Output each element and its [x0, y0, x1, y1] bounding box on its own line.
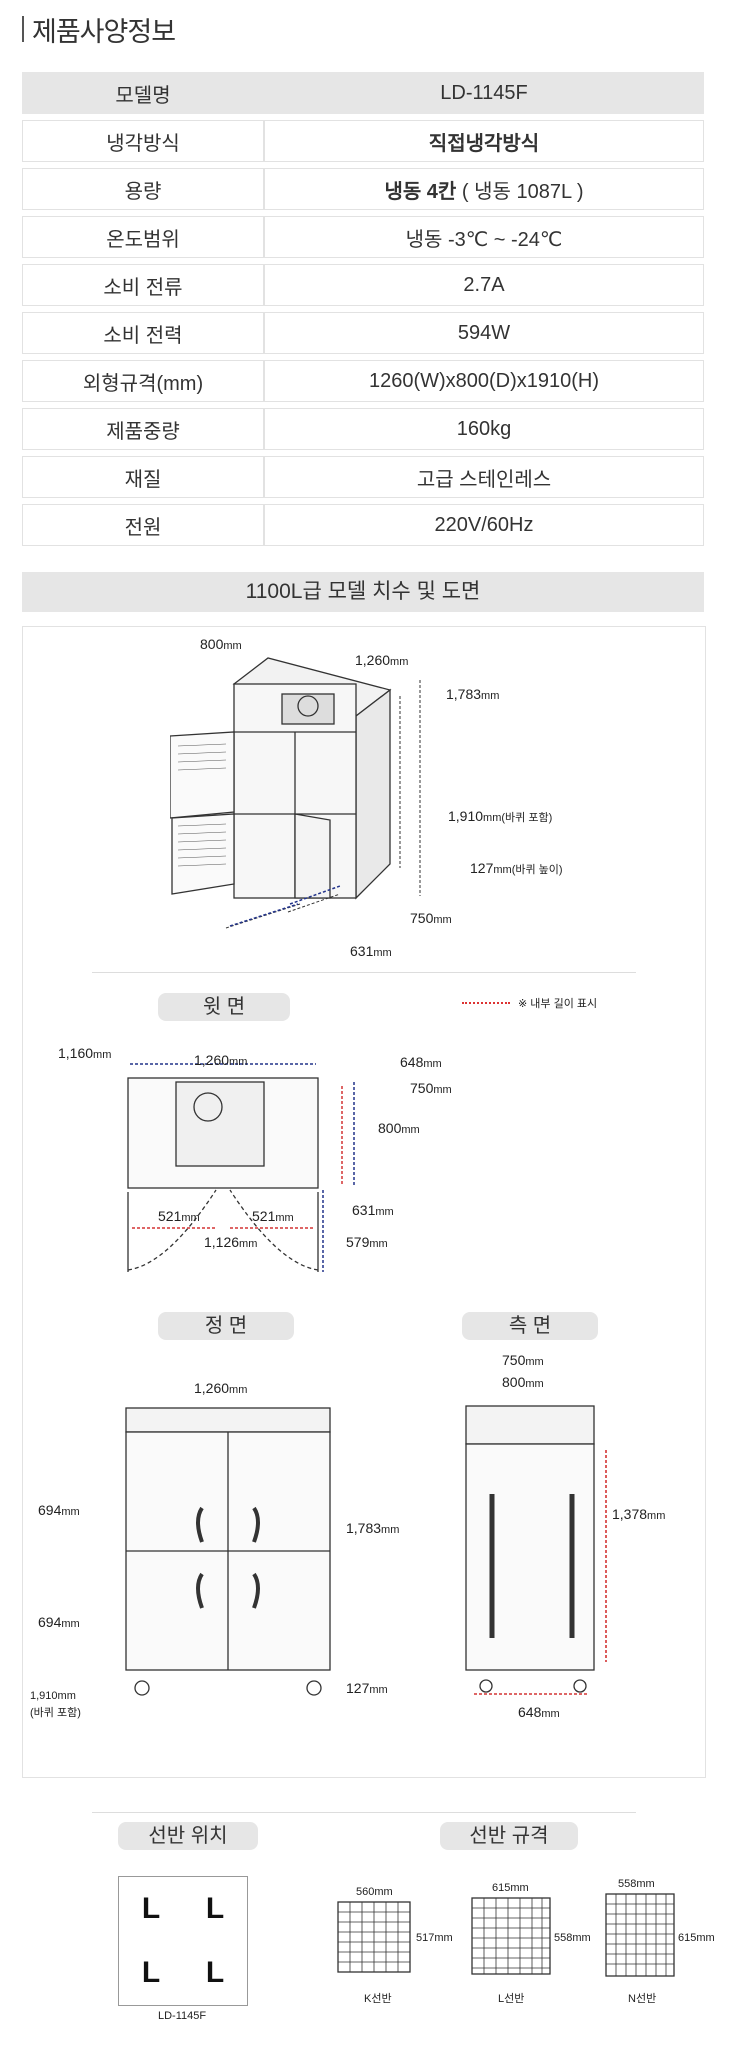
shelf-position-grid: L L L L — [118, 1876, 248, 2006]
spec-value: LD-1145F — [264, 72, 704, 114]
iso-h1783-label: 1,783mm — [446, 686, 500, 702]
inner-dim-legend-line — [462, 1002, 510, 1004]
shelf-position-model: LD-1145F — [158, 2010, 207, 2022]
shelf-k-drawing — [337, 1901, 411, 1973]
divider — [92, 1812, 636, 1813]
shelf-n-height: 615mm — [678, 1932, 715, 1944]
shelf-spec-label: 선반 규격 — [440, 1822, 578, 1850]
side-view-drawing — [465, 1405, 607, 1695]
front-view-drawing — [125, 1407, 331, 1696]
capacity-detail: ( 냉동 1087L ) — [461, 180, 584, 203]
spec-key: 온도범위 — [22, 216, 264, 258]
front-view-label: 정 면 — [158, 1312, 294, 1340]
shelf-n-drawing — [605, 1893, 675, 1977]
spec-table: 모델명 LD-1145F 냉각방식 직접냉각방식 용량 냉동 4칸 ( 냉동 1… — [22, 66, 704, 552]
drawing-section-title: 1100L급 모델 치수 및 도면 — [22, 572, 704, 612]
top-door521b-label: 521mm — [252, 1208, 294, 1224]
spec-value: 직접냉각방식 — [264, 120, 704, 162]
spec-key: 외형규격(mm) — [22, 360, 264, 402]
spec-row: 외형규격(mm) 1260(W)x800(D)x1910(H) — [22, 360, 704, 402]
title-bar — [22, 16, 24, 42]
top-w1160-label: 1,160mm — [58, 1045, 112, 1061]
top-door521a-label: 521mm — [158, 1208, 200, 1224]
front-h1910-note: (바퀴 포함) — [30, 1707, 81, 1719]
spec-value: 1260(W)x800(D)x1910(H) — [264, 360, 704, 402]
spec-key: 제품중량 — [22, 408, 264, 450]
top-d631-label: 631mm — [352, 1202, 394, 1218]
side-view-label: 측 면 — [462, 1312, 598, 1340]
top-w1260-label: 1,260mm — [194, 1052, 248, 1068]
front-h694a-label: 694mm — [38, 1502, 80, 1518]
shelf-l-width: 615mm — [492, 1882, 529, 1894]
iso-w1260-label: 1,260mm — [355, 652, 409, 668]
spec-value: 594W — [264, 312, 704, 354]
iso-fridge-drawing — [170, 657, 421, 929]
inner-dim-legend-text: ※ 내부 길이 표시 — [518, 998, 598, 1010]
capacity-strong: 냉동 4칸 — [384, 180, 457, 203]
spec-value: 2.7A — [264, 264, 704, 306]
top-d750-label: 750mm — [410, 1080, 452, 1096]
spec-key: 냉각방식 — [22, 120, 264, 162]
page-title: 제품사양정보 — [32, 17, 176, 47]
drawing-frame — [22, 626, 706, 1778]
divider — [92, 972, 636, 973]
top-d648-label: 648mm — [400, 1054, 442, 1070]
shelf-l-name: L선반 — [498, 1993, 525, 2005]
spec-row: 소비 전력 594W — [22, 312, 704, 354]
spec-row: 용량 냉동 4칸 ( 냉동 1087L ) — [22, 168, 704, 210]
shelf-cell: L — [141, 1956, 161, 1989]
shelf-n-width: 558mm — [618, 1878, 655, 1890]
iso-d750-label: 750mm — [410, 910, 452, 926]
spec-row: 소비 전류 2.7A — [22, 264, 704, 306]
spec-row: 전원 220V/60Hz — [22, 504, 704, 546]
shelf-cell: L — [205, 1892, 225, 1925]
front-h1783-label: 1,783mm — [346, 1520, 400, 1536]
side-d750-label: 750mm — [502, 1352, 544, 1368]
spec-value: 220V/60Hz — [264, 504, 704, 546]
side-d648-label: 648mm — [518, 1704, 560, 1720]
front-w1260-label: 1,260mm — [194, 1380, 248, 1396]
spec-row: 재질 고급 스테인레스 — [22, 456, 704, 498]
spec-row: 냉각방식 직접냉각방식 — [22, 120, 704, 162]
spec-value: 고급 스테인레스 — [264, 456, 704, 498]
spec-header-row: 모델명 LD-1145F — [22, 72, 704, 114]
spec-value: 냉동 -3℃ ~ -24℃ — [264, 216, 704, 258]
shelf-cell: L — [141, 1892, 161, 1925]
shelf-position-label: 선반 위치 — [118, 1822, 258, 1850]
iso-h127-label: 127mm(바퀴 높이) — [470, 860, 563, 876]
shelf-cell: L — [205, 1956, 225, 1989]
side-h1378-label: 1,378mm — [612, 1506, 666, 1522]
spec-value: 냉동 4칸 ( 냉동 1087L ) — [264, 168, 704, 210]
spec-key: 재질 — [22, 456, 264, 498]
spec-key: 용량 — [22, 168, 264, 210]
shelf-n-name: N선반 — [628, 1993, 657, 2005]
shelf-l-height: 558mm — [554, 1932, 591, 1944]
shelf-l-drawing — [471, 1897, 551, 1975]
spec-row: 온도범위 냉동 -3℃ ~ -24℃ — [22, 216, 704, 258]
front-h127-label: 127mm — [346, 1680, 388, 1696]
spec-key: 전원 — [22, 504, 264, 546]
front-h1910-label: 1,910mm — [30, 1690, 76, 1702]
shelf-k-name: K선반 — [364, 1993, 392, 2005]
iso-d631-label: 631mm — [350, 943, 392, 959]
top-view-drawing — [127, 1063, 355, 1272]
top-d800-label: 800mm — [378, 1120, 420, 1136]
spec-row: 제품중량 160kg — [22, 408, 704, 450]
side-d800-label: 800mm — [502, 1374, 544, 1390]
shelf-k-width: 560mm — [356, 1886, 393, 1898]
spec-key: 모델명 — [22, 72, 264, 114]
iso-d800-label: 800mm — [200, 636, 242, 652]
spec-key: 소비 전류 — [22, 264, 264, 306]
top-view-label: 윗 면 — [158, 993, 290, 1021]
shelf-k-height: 517mm — [416, 1932, 453, 1944]
front-h694b-label: 694mm — [38, 1614, 80, 1630]
iso-h1910-label: 1,910mm(바퀴 포함) — [448, 808, 553, 824]
top-d579-label: 579mm — [346, 1234, 388, 1250]
spec-key: 소비 전력 — [22, 312, 264, 354]
spec-value: 160kg — [264, 408, 704, 450]
top-swing1126-label: 1,126mm — [204, 1234, 258, 1250]
